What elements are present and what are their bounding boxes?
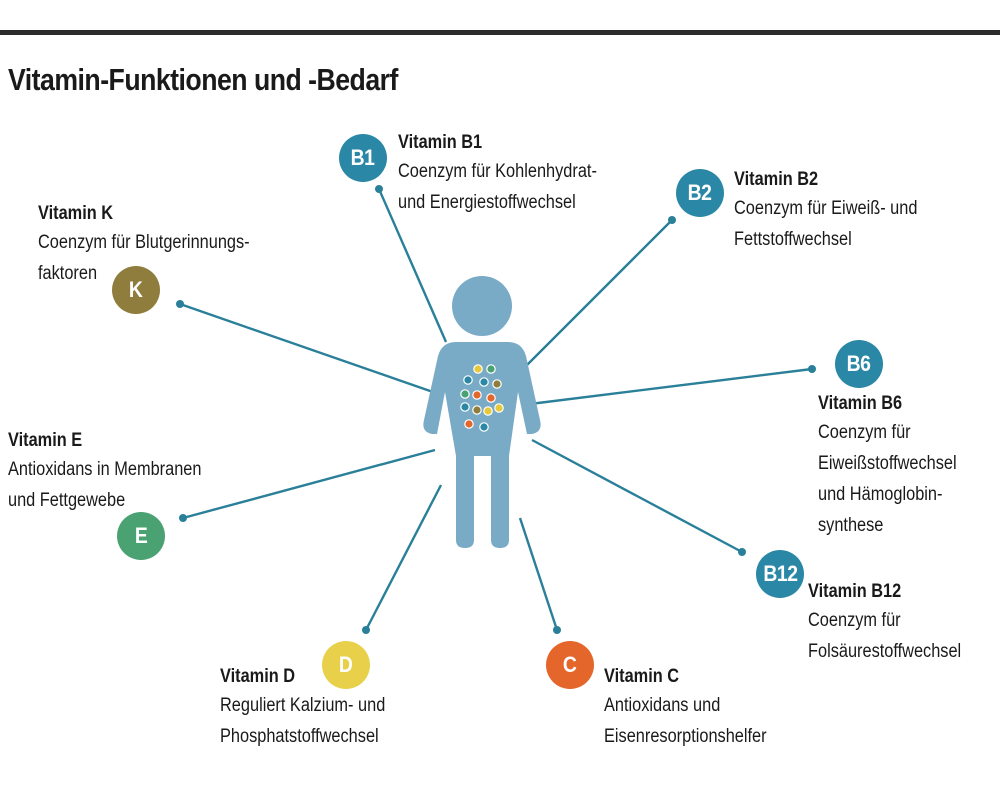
badge-d: D xyxy=(322,641,370,689)
connector-e-dot xyxy=(179,514,187,522)
label-c: Vitamin C Antioxidans und Eisenresorptio… xyxy=(604,664,767,752)
connector-b1-dot xyxy=(375,185,383,193)
badge-b2: B2 xyxy=(676,169,724,217)
connector-c xyxy=(518,517,559,631)
human-figure-icon xyxy=(423,276,541,548)
nutrient-dot xyxy=(473,364,483,374)
label-d-name: Vitamin D xyxy=(220,666,296,687)
badge-k: K xyxy=(112,266,160,314)
badge-c-text: C xyxy=(563,652,577,677)
connector-e xyxy=(182,448,436,520)
label-b2-description: Coenzym für Eiweiß- und Fettstoffwechsel xyxy=(734,198,918,250)
badge-b12-text: B12 xyxy=(762,561,798,586)
label-b1: Vitamin B1 Coenzym für Kohlenhydrat- und… xyxy=(398,130,597,218)
badge-b6: B6 xyxy=(835,340,883,388)
nutrient-dot xyxy=(463,375,473,385)
badge-e-text: E xyxy=(134,523,148,548)
label-b6-name: Vitamin B6 xyxy=(818,393,903,414)
badge-d-text: D xyxy=(339,652,353,677)
connector-b2-dot xyxy=(668,216,676,224)
label-b2-name: Vitamin B2 xyxy=(734,169,819,190)
nutrient-dot xyxy=(494,403,504,413)
connector-lines xyxy=(176,185,816,634)
label-k: Vitamin K Coenzym für Blutgerinnungs- fa… xyxy=(38,201,250,289)
label-c-description: Antioxidans und Eisenresorptionshelfer xyxy=(604,695,767,747)
badge-k-text: K xyxy=(129,277,143,302)
nutrient-dot xyxy=(460,389,470,399)
nutrient-dot xyxy=(464,419,474,429)
label-b1-description: Coenzym für Kohlenhydrat- und Energiesto… xyxy=(398,161,597,213)
nutrient-dots xyxy=(460,364,504,432)
label-d: Vitamin D Reguliert Kalzium- und Phospha… xyxy=(220,664,385,752)
badge-c: C xyxy=(546,641,594,689)
nutrient-dot xyxy=(486,364,496,374)
nutrient-dot xyxy=(483,406,493,416)
label-d-description: Reguliert Kalzium- und Phosphatstoffwech… xyxy=(220,695,386,747)
label-b12: Vitamin B12 Coenzym für Folsäurestoffwec… xyxy=(808,579,961,667)
label-b6: Vitamin B6 Coenzym für Eiweißstoffwechse… xyxy=(818,391,957,541)
connector-k-dot xyxy=(176,300,184,308)
connector-k xyxy=(179,302,434,394)
connector-d-dot xyxy=(362,626,370,634)
badge-b1: B1 xyxy=(339,134,387,182)
badge-b1-text: B1 xyxy=(351,145,375,170)
label-k-description: Coenzym für Blutgerinnungs- faktoren xyxy=(38,232,250,284)
connector-b6-dot xyxy=(808,365,816,373)
nutrient-dot xyxy=(472,405,482,415)
figure-head xyxy=(452,276,512,336)
connector-b2 xyxy=(521,219,673,371)
nutrient-dot xyxy=(472,390,482,400)
connector-c-dot xyxy=(553,626,561,634)
label-c-name: Vitamin C xyxy=(604,666,680,687)
label-e-name: Vitamin E xyxy=(8,430,83,451)
badge-b6-text: B6 xyxy=(847,351,871,376)
label-b12-description: Coenzym für Folsäurestoffwechsel xyxy=(808,610,962,662)
nutrient-dot xyxy=(492,379,502,389)
nutrient-dot xyxy=(479,422,489,432)
figure-body xyxy=(423,342,541,548)
label-e-description: Antioxidans in Membranen und Fettgewebe xyxy=(8,459,202,511)
page-title: Vitamin-Funktionen und -Bedarf xyxy=(8,62,398,97)
label-b2: Vitamin B2 Coenzym für Eiweiß- und Fetts… xyxy=(734,167,917,255)
label-b1-name: Vitamin B1 xyxy=(398,132,483,153)
top-rule xyxy=(0,30,1000,35)
connector-b12 xyxy=(531,438,743,554)
badge-b12: B12 xyxy=(756,550,804,598)
badge-b2-text: B2 xyxy=(688,180,712,205)
connector-b6 xyxy=(529,367,813,406)
label-e: Vitamin E Antioxidans in Membranen und F… xyxy=(8,428,201,516)
connector-b1 xyxy=(377,188,448,343)
label-b6-description: Coenzym für Eiweißstoffwechsel und Hämog… xyxy=(818,422,957,536)
connector-d xyxy=(364,484,443,631)
connector-b12-dot xyxy=(738,548,746,556)
badge-e: E xyxy=(117,512,165,560)
nutrient-dot xyxy=(486,393,496,403)
nutrient-dot xyxy=(479,377,489,387)
nutrient-dot xyxy=(460,402,470,412)
label-b12-name: Vitamin B12 xyxy=(808,581,902,602)
label-k-name: Vitamin K xyxy=(38,203,114,224)
